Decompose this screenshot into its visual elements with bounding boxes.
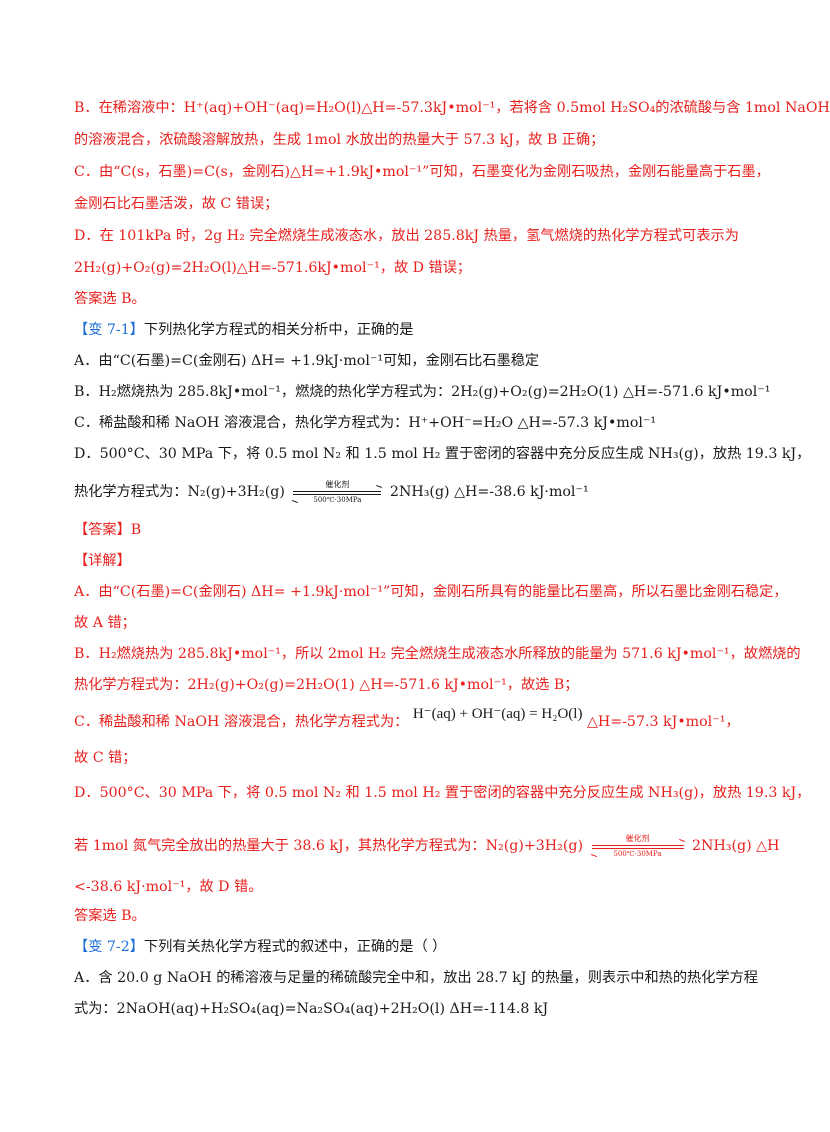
q72-option-a-line2: 式为：2NaOH(aq)+H₂SO₄(aq)=Na₂SO₄(aq)+2H₂O(l…	[74, 1001, 549, 1017]
ans71-c-pre: C．稀盐酸和稀 NaOH 溶液混合，热化学方程式为：	[74, 714, 409, 730]
ans71-a-line1: A．由“C(石墨)=C(金刚石) ΔH= +1.9kJ·mol⁻¹”可知，金刚石…	[74, 584, 788, 600]
ans71-b-line1: B．H₂燃烧热为 285.8kJ•mol⁻¹，所以 2mol H₂ 完全燃烧生成…	[74, 646, 801, 662]
block1-d-line1: D．在 101kPa 时，2g H₂ 完全燃烧生成液态水，放出 285.8kJ …	[74, 228, 739, 244]
block1-c-line2: 金刚石比石墨活泼，故 C 错误；	[74, 196, 279, 212]
ans71-c-post: △H=-57.3 kJ•mol⁻¹，	[586, 714, 740, 730]
q71-stem: 下列热化学方程式的相关分析中，正确的是	[143, 322, 414, 338]
q71-option-b: B．H₂燃烧热为 285.8kJ•mol⁻¹，燃烧的热化学方程式为：2H₂(g)…	[74, 384, 771, 400]
q71-option-d-eq-left: 热化学方程式为：N₂(g)+3H₂(g)	[74, 484, 285, 500]
ans71-detail-label: 【详解】	[74, 553, 131, 569]
ans71-d-eq-right: 2NH₃(g) △H	[692, 838, 780, 854]
q71-option-d-line2: 热化学方程式为：N₂(g)+3H₂(g) 催化剂 500℃·30MPa 2NH₃…	[74, 480, 760, 504]
equilibrium-arrow-icon: 催化剂 500℃·30MPa	[590, 834, 685, 858]
arrow-condition-label: 500℃·30MPa	[613, 850, 662, 858]
equilibrium-arrow-icon: 催化剂 500℃·30MPa	[292, 480, 383, 504]
q71-stem-line: 【变 7-1】下列热化学方程式的相关分析中，正确的是	[74, 320, 760, 340]
q71-option-d-eq-right: 2NH₃(g) △H=-38.6 kJ·mol⁻¹	[389, 484, 589, 500]
q71-option-c: C．稀盐酸和稀 NaOH 溶液混合，热化学方程式为：H⁺+OH⁻=H₂O △H=…	[74, 415, 657, 431]
block1-c-line1: C．由“C(s，石墨)=C(s，金刚石)△H=+1.9kJ•mol⁻¹”可知，石…	[74, 164, 770, 180]
block1-b-line2: 的溶液混合，浓硫酸溶解放热，生成 1mol 水放出的热量大于 57.3 kJ，故…	[74, 132, 605, 148]
ans71-answer-label: 【答案】B	[74, 522, 142, 538]
arrow-catalyst-label: 催化剂	[325, 480, 350, 489]
ans71-b-line2: 热化学方程式为：2H₂(g)+O₂(g)=2H₂O(1) △H=-571.6 k…	[74, 677, 579, 693]
ans71-c-line2: 故 C 错；	[74, 750, 137, 766]
q72-stem-line: 【变 7-2】下列有关热化学方程式的叙述中，正确的是（ ）	[74, 937, 760, 957]
block1-d-line2: 2H₂(g)+O₂(g)=2H₂O(l)△H=-571.6kJ•mol⁻¹，故 …	[74, 260, 472, 276]
arrow-condition-label: 500℃·30MPa	[313, 496, 362, 504]
ans71-d-line1: D．500°C、30 MPa 下，将 0.5 mol N₂ 和 1.5 mol …	[74, 785, 811, 801]
ans71-a-line2: 故 A 错；	[74, 615, 136, 631]
ans71-d-line3: <-38.6 kJ·mol⁻¹，故 D 错。	[74, 879, 263, 895]
q71-tag: 【变 7-1】	[74, 322, 144, 338]
q72-option-a-line1: A．含 20.0 g NaOH 的稀溶液与足量的稀硫酸完全中和，放出 28.7 …	[74, 970, 758, 986]
ans71-answer: 答案选 B。	[74, 908, 146, 924]
q71-option-a: A．由“C(石墨)=C(金刚石) ΔH= +1.9kJ·mol⁻¹可知，金刚石比…	[74, 353, 540, 369]
q71-option-d-line1: D．500°C、30 MPa 下，将 0.5 mol N₂ 和 1.5 mol …	[74, 446, 811, 462]
q72-stem: 下列有关热化学方程式的叙述中，正确的是（ ）	[143, 939, 447, 955]
ans71-c-formula: H⁻(aq) + OH⁻(aq) = H₂O(l)	[412, 706, 583, 722]
block1-b-line1: B．在稀溶液中：H⁺(aq)+OH⁻(aq)=H₂O(l)△H=-57.3kJ•…	[74, 100, 830, 116]
ans71-c-line1: C．稀盐酸和稀 NaOH 溶液混合，热化学方程式为： H⁻(aq) + OH⁻(…	[74, 706, 760, 732]
q72-tag: 【变 7-2】	[74, 939, 144, 955]
ans71-d-line2: 若 1mol 氮气完全放出的热量大于 38.6 kJ，其热化学方程式为：N₂(g…	[74, 834, 779, 858]
block1-answer: 答案选 B。	[74, 291, 146, 307]
ans71-d-eq-left: 若 1mol 氮气完全放出的热量大于 38.6 kJ，其热化学方程式为：N₂(g…	[74, 838, 583, 854]
arrow-catalyst-label: 催化剂	[625, 834, 650, 843]
